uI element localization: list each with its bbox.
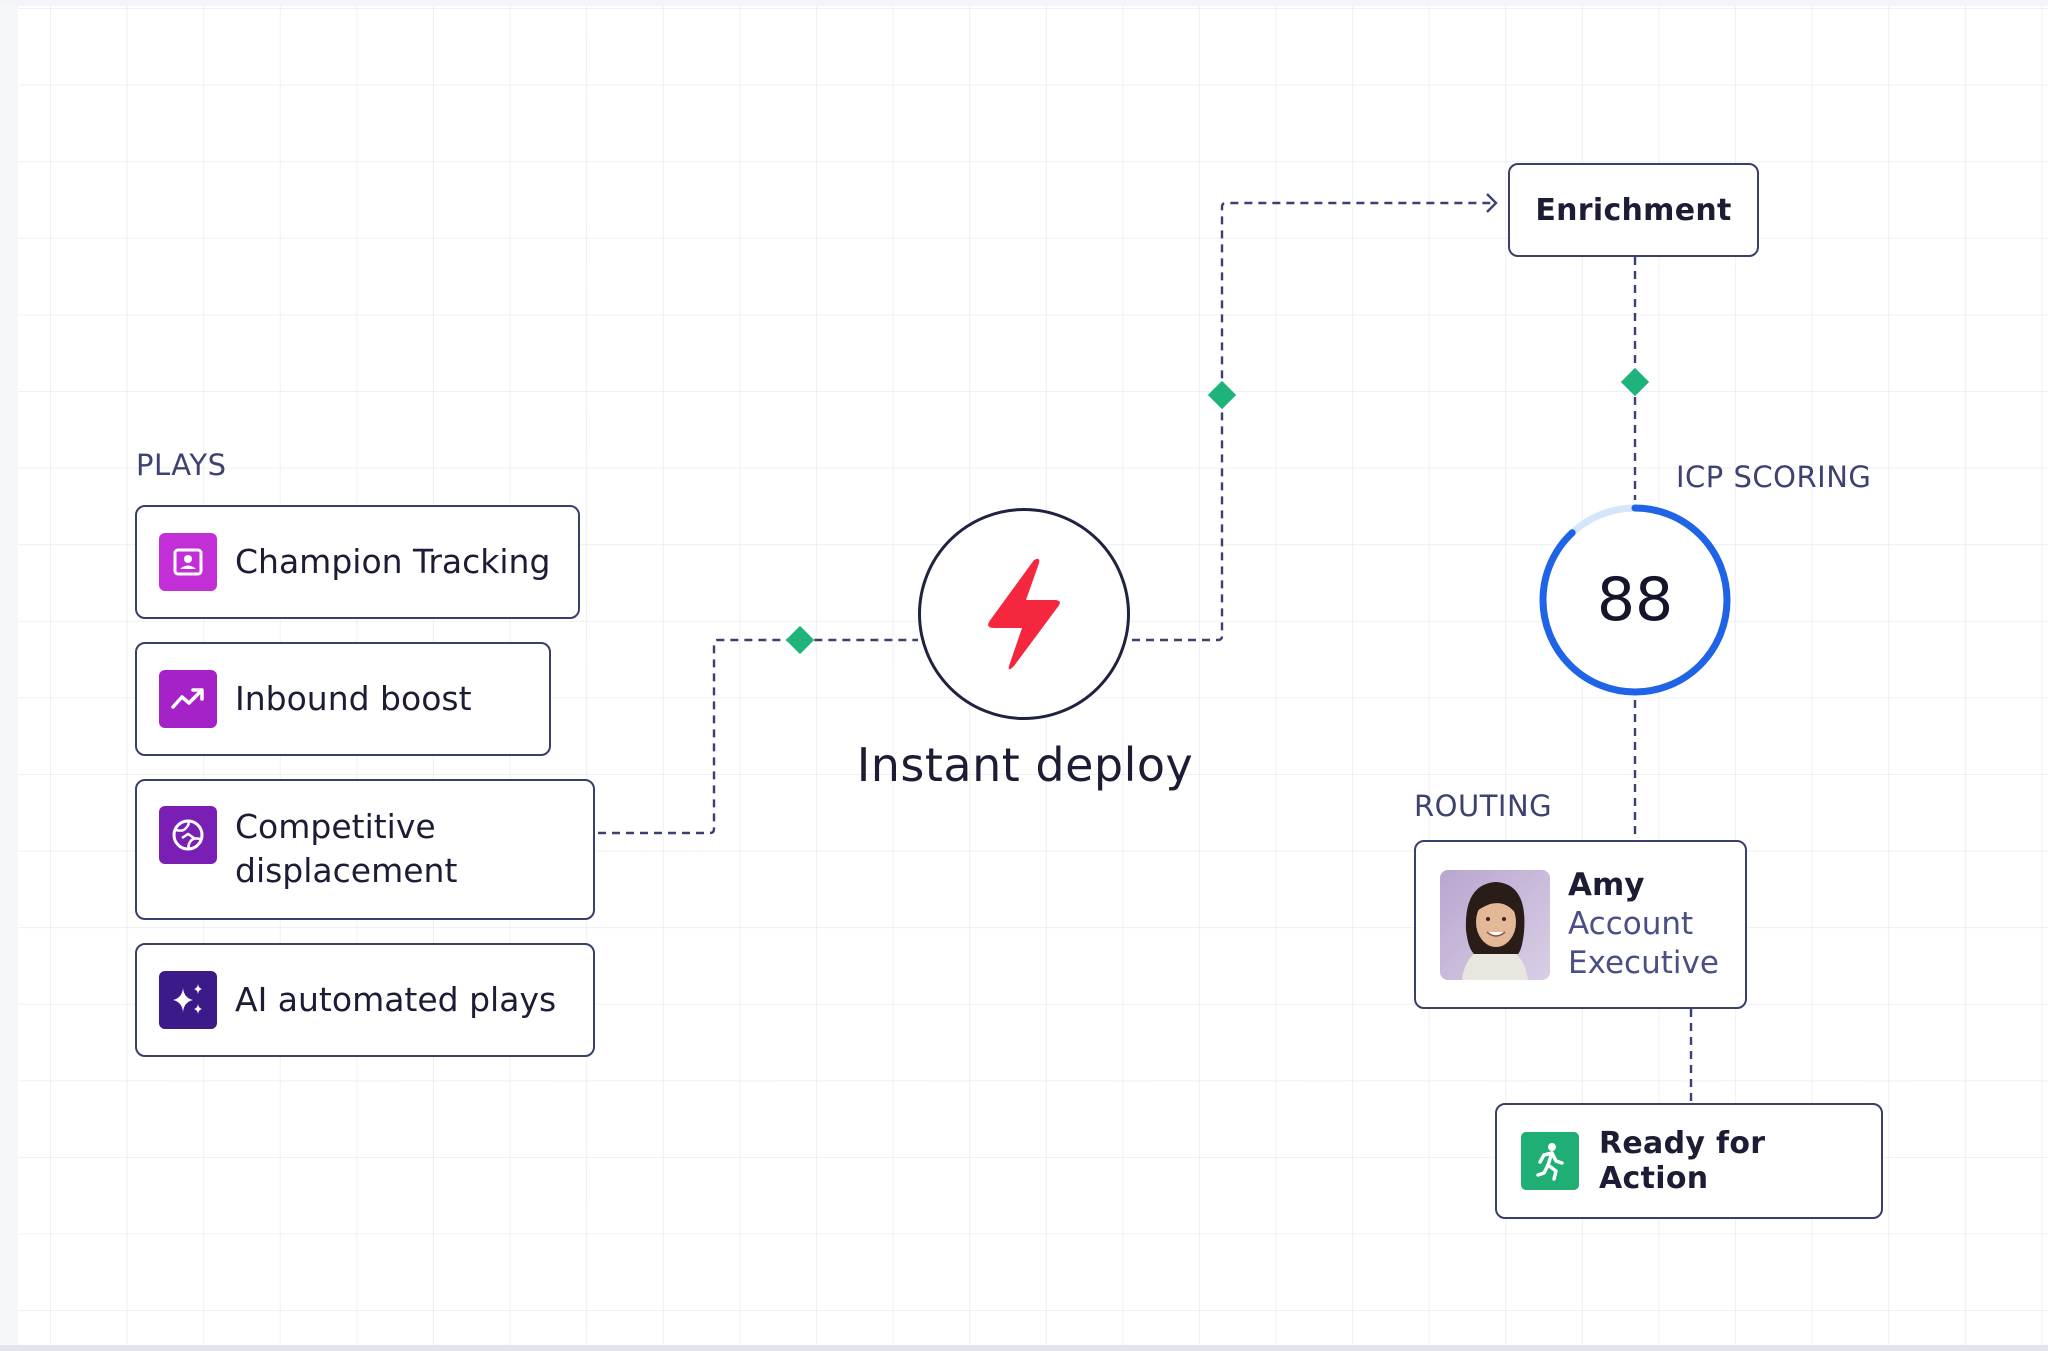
canvas-edge-bottom (0, 1345, 2048, 1351)
connector-deploy-to-enrichment (1132, 201, 1494, 642)
connector-marker-2 (1207, 380, 1237, 410)
play-card-champion-tracking[interactable]: Champion Tracking (135, 505, 580, 619)
contact-card-icon (159, 533, 217, 591)
enrichment-node[interactable]: Enrichment (1508, 163, 1759, 257)
trending-up-icon (159, 670, 217, 728)
connector-plays-to-deploy (598, 638, 918, 835)
ready-for-action-label: Ready for Action (1599, 1126, 1766, 1196)
sparkles-icon (159, 971, 217, 1029)
play-card-ai-automated-plays[interactable]: AI automated plays (135, 943, 595, 1057)
arrow-head-enrichment (1486, 193, 1498, 213)
icp-score-value: 88 (1596, 565, 1674, 635)
assignee-role: Account Executive (1568, 906, 1719, 981)
canvas-edge-left (0, 0, 18, 1345)
routing-label: ROUTING (1414, 789, 1553, 823)
play-label-champion-tracking: Champion Tracking (235, 541, 551, 581)
play-label-ai-automated-plays: AI automated plays (235, 979, 557, 1019)
icp-score-ring (1539, 504, 1731, 696)
play-card-inbound-boost[interactable]: Inbound boost (135, 642, 551, 756)
avatar (1440, 869, 1550, 980)
running-person-icon (1521, 1132, 1579, 1190)
ready-for-action-node[interactable]: Ready for Action (1495, 1103, 1883, 1219)
assignee-name: Amy (1568, 867, 1645, 904)
icp-scoring-label: ICP SCORING (1676, 460, 1872, 494)
play-label-competitive-displacement: Competitive displacement (235, 807, 458, 890)
connector-marker-1 (785, 625, 815, 655)
plays-section-label: PLAYS (136, 448, 227, 482)
canvas-edge-top (0, 0, 2048, 6)
enrichment-label: Enrichment (1535, 192, 1732, 228)
instant-deploy-node[interactable] (918, 508, 1130, 720)
routing-assignee-card[interactable]: Amy Account Executive (1414, 840, 1747, 1009)
lightning-bolt-icon (988, 558, 1060, 670)
play-card-competitive-displacement[interactable]: Competitive displacement (135, 779, 595, 920)
connector-marker-3 (1620, 367, 1650, 397)
globe-exchange-icon (159, 806, 217, 864)
play-label-inbound-boost: Inbound boost (235, 678, 472, 718)
instant-deploy-label: Instant deploy (856, 738, 1194, 792)
